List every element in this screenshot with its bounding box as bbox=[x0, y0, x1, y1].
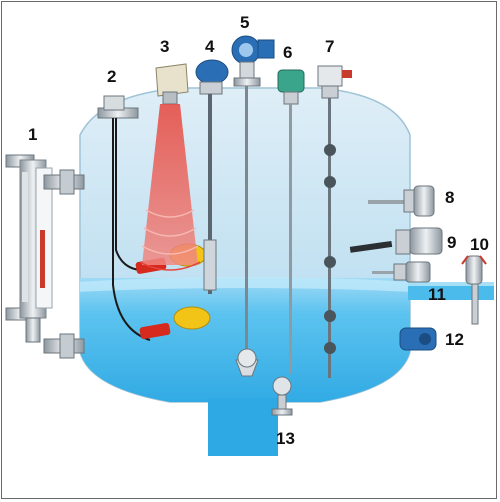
label-4: 4 bbox=[205, 37, 215, 56]
bottom-outlet-pipe bbox=[208, 398, 278, 456]
label-11: 11 bbox=[428, 285, 446, 304]
side-mounted-float-switch bbox=[349, 227, 443, 255]
label-5: 5 bbox=[240, 13, 249, 32]
conductivity-probe bbox=[372, 261, 431, 283]
float-rod-level-switch bbox=[195, 59, 229, 294]
differential-pressure-transmitter bbox=[399, 327, 437, 351]
label-7: 7 bbox=[325, 37, 334, 56]
guided-wave-radar bbox=[277, 69, 305, 374]
label-9: 9 bbox=[447, 233, 456, 252]
label-12: 12 bbox=[445, 330, 464, 349]
bottom-pressure-sensor bbox=[271, 376, 293, 416]
liquid bbox=[80, 277, 410, 402]
cable-float-switch bbox=[97, 95, 211, 341]
radar-beam bbox=[139, 104, 201, 271]
label-6: 6 bbox=[283, 43, 292, 62]
magnetic-level-gauge bbox=[5, 154, 85, 359]
label-13: 13 bbox=[276, 429, 295, 448]
label-2: 2 bbox=[107, 67, 116, 86]
magnetostrictive-transmitter bbox=[231, 35, 275, 377]
label-8: 8 bbox=[445, 188, 454, 207]
vibrating-fork-switch bbox=[368, 185, 435, 217]
label-10: 10 bbox=[470, 235, 489, 254]
label-1: 1 bbox=[28, 125, 37, 144]
pressure-level-transmitter bbox=[461, 255, 487, 325]
multi-point-float-switch bbox=[317, 65, 352, 378]
label-3: 3 bbox=[160, 37, 169, 56]
radar-level-transmitter bbox=[139, 63, 201, 271]
